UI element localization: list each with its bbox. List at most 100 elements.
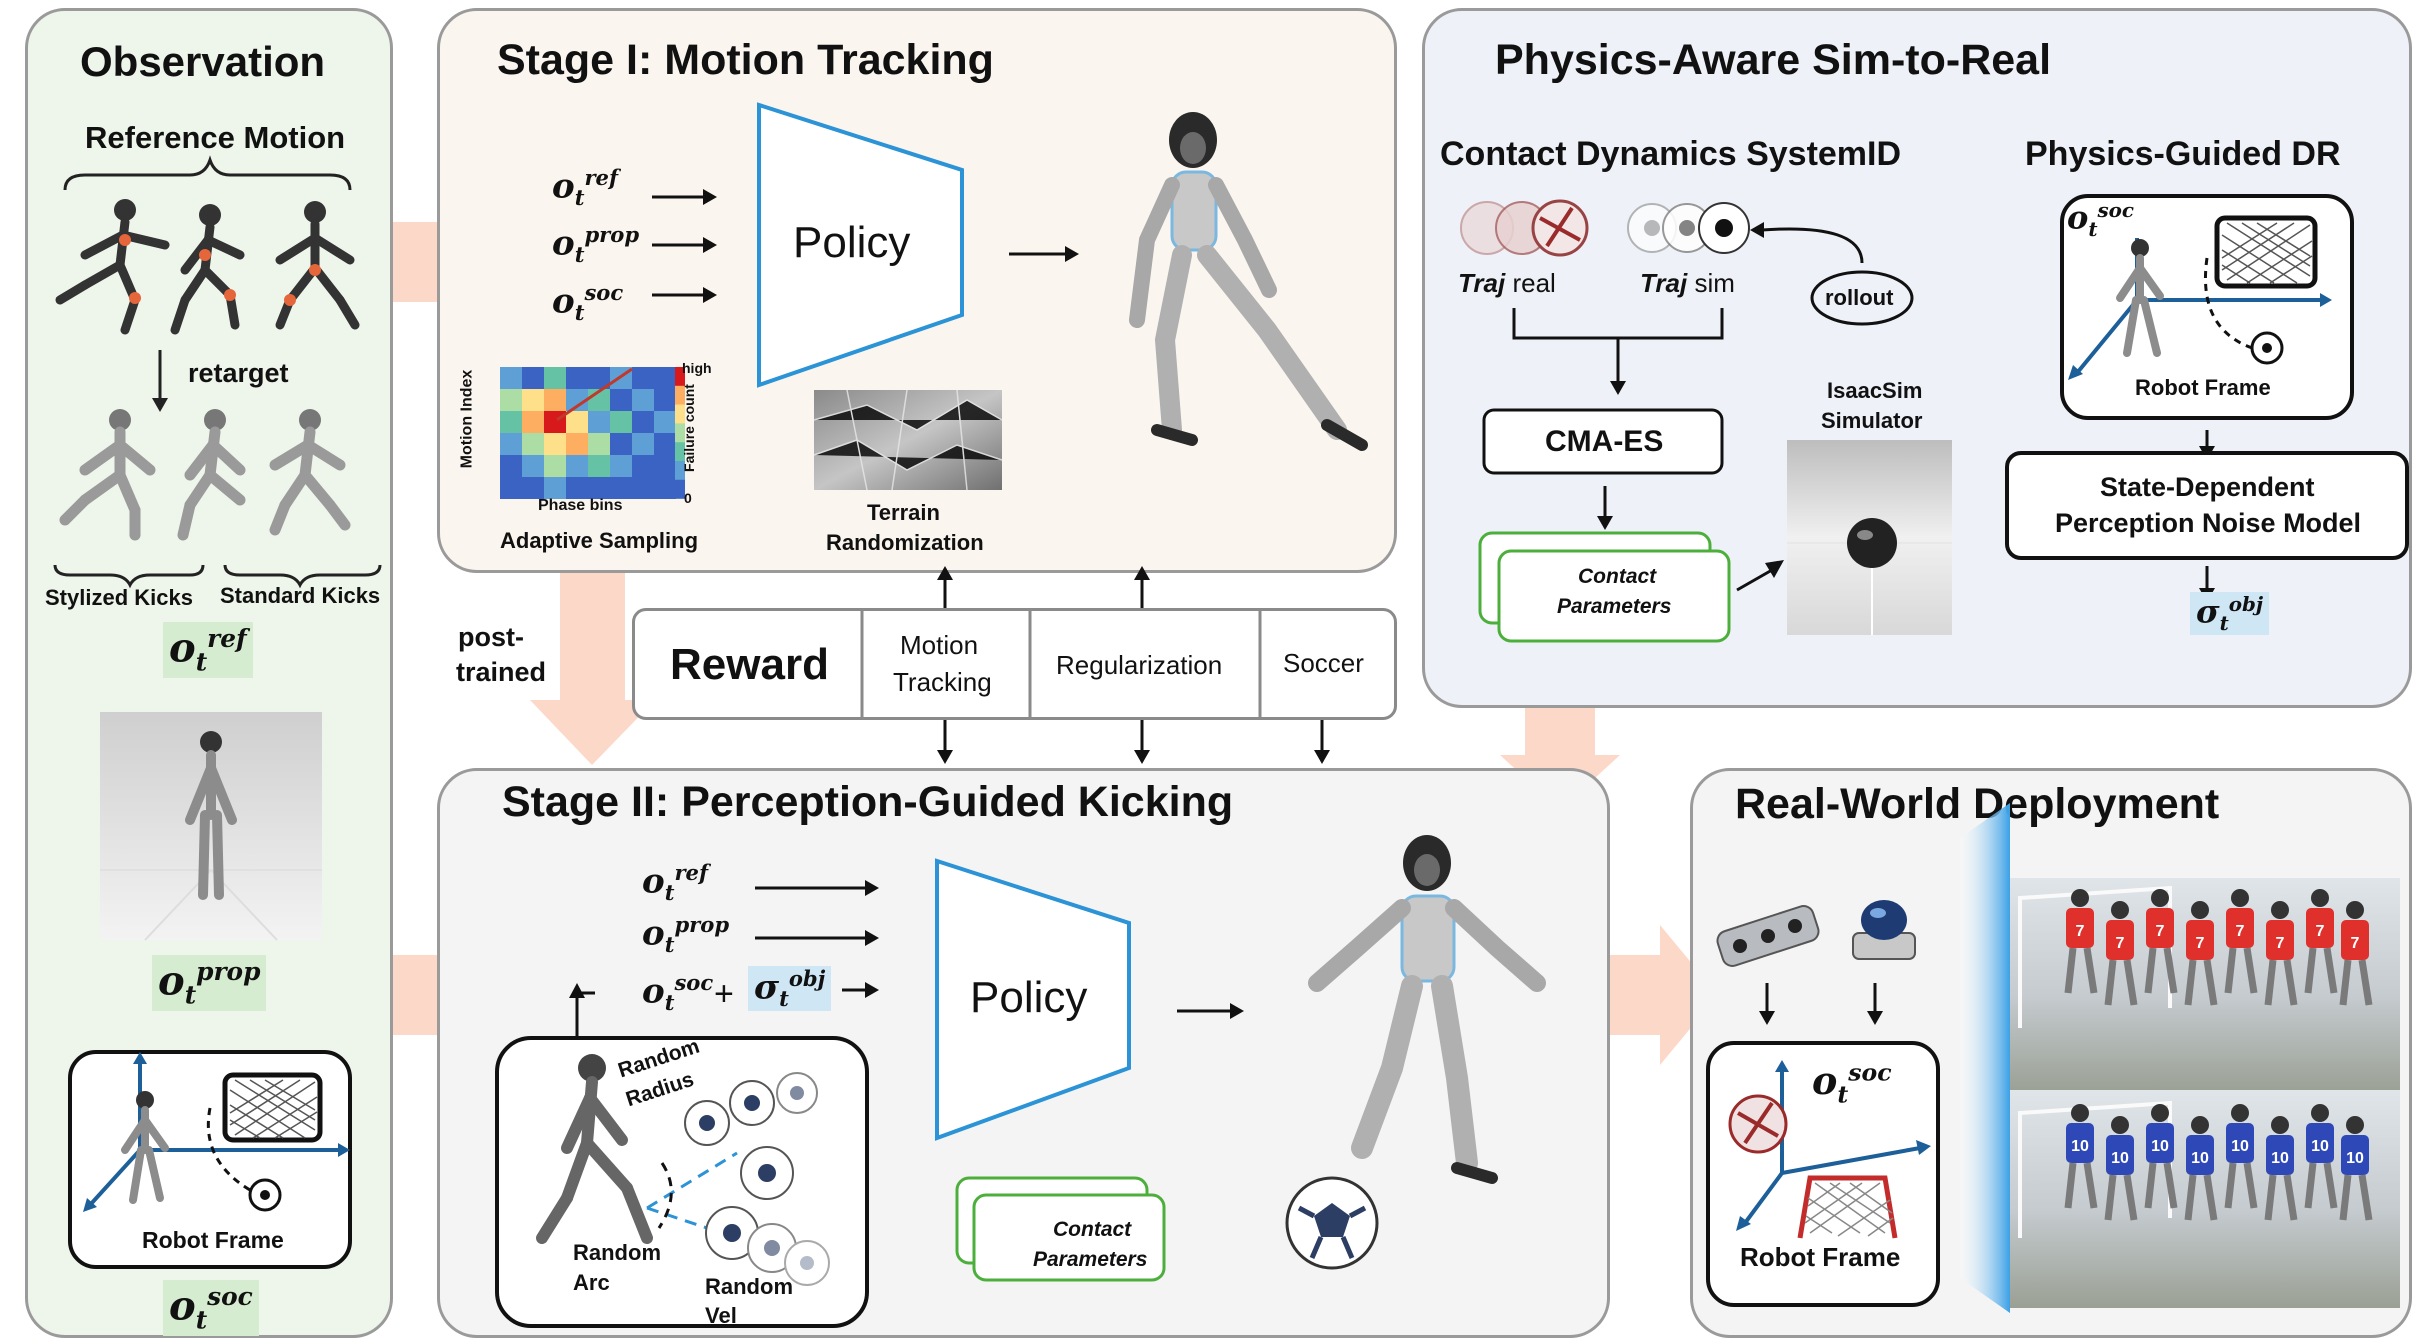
depth-camera-icon (1716, 905, 1820, 967)
heatmap-cell (654, 367, 676, 389)
robot-head (2311, 1104, 2329, 1122)
heatmap-cell (500, 389, 522, 411)
robot-head (2271, 901, 2289, 919)
stylized-kicks-label: Stylized Kicks (45, 585, 193, 610)
heatmap-cell (588, 455, 610, 477)
sampling-robot (536, 1054, 653, 1244)
jersey-number: 10 (2151, 1138, 2169, 1155)
robot-jersey (2146, 908, 2174, 948)
colorbar-segment (675, 385, 685, 405)
robot-legs (2144, 947, 2178, 994)
jersey-number: 10 (2071, 1138, 2089, 1155)
robot-head (2151, 889, 2169, 907)
retarget-label: retarget (188, 358, 289, 388)
heatmap-cell (588, 433, 610, 455)
stage2-input-prop: otprop (642, 912, 730, 958)
heatmap-cell (632, 389, 654, 411)
stage2-contact-card (972, 1193, 1166, 1282)
heatmap-cell (610, 455, 632, 477)
heatmap-cell (610, 433, 632, 455)
obs-o-ref: otref (163, 622, 253, 679)
reward-motion-1: Motion (900, 630, 979, 660)
robot-jersey (2066, 1123, 2094, 1163)
jersey-number: 7 (2276, 935, 2285, 952)
jersey-number: 10 (2191, 1150, 2209, 1167)
heatmap-svg (500, 367, 685, 499)
sim2real-contact-card (1497, 549, 1731, 643)
deploy-o-soc: otsoc (1812, 1058, 1892, 1109)
stage2-input-soc: otsoc (642, 970, 714, 1016)
stage1-input-ref: otref (552, 165, 619, 211)
robot-frame-goal (222, 1072, 323, 1143)
heatmap-cell (544, 477, 566, 499)
sim2real-title: Physics-Aware Sim-to-Real (1495, 36, 2052, 84)
random-vel-2: Vel (705, 1303, 737, 1328)
robot-head (2271, 1116, 2289, 1134)
robot-head (2191, 1116, 2209, 1134)
heatmap-cell (566, 455, 588, 477)
obs-o-prop: otprop (152, 955, 267, 1012)
stage2-policy-label: Policy (970, 973, 1088, 1022)
heatmap-cell (544, 389, 566, 411)
heatmap-cell (544, 433, 566, 455)
colorbar-segment (675, 461, 685, 480)
robot-legs (2304, 947, 2338, 994)
stage2-sigma: σtobj (748, 966, 832, 1012)
jersey-number: 7 (2196, 935, 2205, 952)
retarget-robot-3 (269, 409, 351, 536)
jersey-number: 10 (2271, 1150, 2289, 1167)
heatmap-cell (654, 433, 676, 455)
heatmap-cell (566, 433, 588, 455)
reference-motion-label: Reference Motion (85, 120, 346, 155)
retarget-robot-1 (59, 409, 156, 541)
arrow-stage2-to-deploy (1605, 925, 1718, 1065)
reward-soccer: Soccer (1283, 648, 1364, 678)
traj-sim-label: Traj sim (1640, 268, 1735, 298)
reward-box (632, 608, 1397, 720)
reward-regularization: Regularization (1056, 650, 1223, 680)
jersey-number: 7 (2316, 923, 2325, 940)
robot-jersey (2106, 1135, 2134, 1175)
reward-arrows (937, 566, 1330, 764)
heatmap-cell (500, 367, 522, 389)
standard-brace (223, 564, 382, 589)
colorbar-high: high (682, 360, 712, 376)
random-arc-1: Random (573, 1240, 661, 1265)
jersey-number: 7 (2236, 923, 2245, 940)
deploy-robot-frame-label: Robot Frame (1740, 1242, 1901, 1272)
robot-legs (2339, 959, 2373, 1006)
reference-humanoid-2 (170, 204, 245, 335)
robot-head (2111, 901, 2129, 919)
sim-traj-balls (1627, 202, 1750, 254)
reference-humanoid-3 (275, 201, 360, 330)
robot-legs (2184, 959, 2218, 1006)
contact-sysid-label: Contact Dynamics SystemID (1440, 135, 1902, 173)
robot-jersey (2066, 908, 2094, 948)
colorbar-label: Failure count (680, 384, 697, 472)
reward-title: Reward (670, 640, 829, 689)
robot-legs (2339, 1174, 2373, 1221)
heatmap-cell (632, 433, 654, 455)
robot-legs (2304, 1162, 2338, 1209)
stage1-policy-shape (757, 102, 964, 388)
stage2-contact-1: Contact (1053, 1218, 1132, 1241)
robot-legs (2264, 959, 2298, 1006)
heatmap-cell (588, 411, 610, 433)
stage2-graphics (495, 835, 1546, 1328)
robot-jersey (2266, 920, 2294, 960)
reference-humanoid-1 (55, 199, 170, 335)
rollout-label: rollout (1825, 285, 1894, 310)
heatmap-cell (654, 477, 676, 499)
robot-jersey (2306, 1123, 2334, 1163)
robot-head (2346, 1116, 2364, 1134)
colorbar-segment (675, 479, 685, 499)
stage2-plus: + (714, 975, 734, 1013)
physics-dr-label: Physics-Guided DR (2025, 135, 2341, 173)
heatmap-arrow (556, 367, 633, 422)
robot-head (2071, 1104, 2089, 1122)
post-trained-2: trained (456, 657, 547, 687)
reference-brace (63, 155, 352, 191)
stage1-policy-label: Policy (793, 218, 911, 267)
